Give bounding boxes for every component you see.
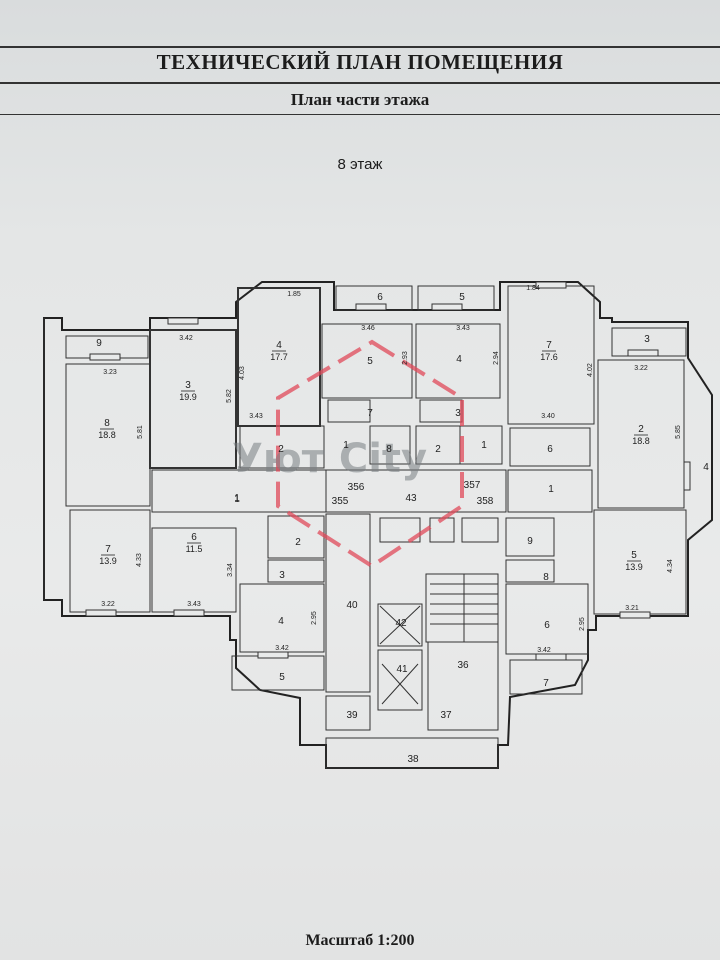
room-area-r-right-2: 18.8 (632, 436, 650, 446)
room-number-r-right-5: 5 (631, 550, 637, 561)
room-number-r-corr-1c: 1 (481, 440, 487, 451)
room-number-r-corr-2b: 2 (435, 444, 441, 455)
room-number-r-low-39: 39 (346, 710, 358, 721)
dimension-r-left-8-0: 5.81 (137, 425, 144, 439)
room-number-r-left-9: 9 (96, 338, 102, 349)
room-number-r-low-2: 2 (295, 537, 301, 548)
dimension-r-mid-5b-0: 3.46 (361, 325, 375, 332)
dimension-r-left-9-0: 3.23 (103, 369, 117, 376)
watermark-hexagon (276, 339, 464, 569)
dimension-r-right-7-2: 3.40 (541, 413, 555, 420)
dimension-r-mid-5b-1: 2.93 (402, 351, 409, 365)
dimension-r-low-6-1: 3.42 (537, 647, 551, 654)
room-number-r-right-3: 3 (644, 334, 650, 345)
dimension-r-right-5-0: 4.34 (667, 559, 674, 573)
dimension-r-left-3-0: 3.42 (179, 335, 193, 342)
header-bottom-rule (0, 114, 720, 115)
plan-interior-walls (65, 285, 687, 769)
room-number-r-corr-1a: 1 (234, 493, 240, 504)
room-number-r-corr-1b: 1 (343, 440, 349, 451)
room-number-r-mid-7: 7 (367, 408, 373, 419)
room-area-r-left-4: 17.7 (270, 352, 288, 362)
dimension-r-right-2-0: 5.85 (675, 425, 682, 439)
room-number-r-low-7: 7 (543, 678, 549, 689)
dimension-r-left-3-1: 5.82 (226, 389, 233, 403)
document-title: ТЕХНИЧЕСКИЙ ПЛАН ПОМЕЩЕНИЯ (156, 50, 564, 74)
dimension-r-left-7-0: 4.33 (136, 553, 143, 567)
dimension-r-low-4-0: 2.95 (311, 611, 318, 625)
room-number-r-hall-43: 43 (405, 493, 417, 504)
room-number-r-left-6: 6 (191, 532, 197, 543)
room-number-r-low-4: 4 (278, 616, 284, 627)
scale-label: Масштаб 1:200 (305, 932, 415, 949)
document-subtitle: План части этажа (290, 90, 430, 109)
room-number-r-corr-6: 6 (547, 444, 553, 455)
room-number-r-low-9: 9 (527, 536, 533, 547)
dimension-r-left-7-1: 3.22 (101, 601, 115, 608)
room-number-r-low-8: 8 (543, 572, 549, 583)
room-number-r-left-3: 3 (185, 380, 191, 391)
room-number-r-low-37: 37 (440, 710, 452, 721)
room-number-r-hall-356: 356 (348, 482, 365, 493)
room-number-r-mid-3: 3 (455, 408, 461, 419)
room-number-r-left-4: 4 (276, 340, 282, 351)
room-number-r-low-36: 36 (457, 660, 469, 671)
room-number-r-low-5: 5 (279, 672, 285, 683)
room-area-r-right-5: 13.9 (625, 562, 643, 572)
room-number-r-left-8: 8 (104, 418, 110, 429)
dimension-r-left-3-2: 3.43 (249, 413, 263, 420)
header-middle-rule (0, 82, 720, 84)
room-number-r-hall-358: 358 (477, 496, 494, 507)
room-number-r-hall-1b: 1 (548, 484, 554, 495)
room-number-r-low-41: 41 (396, 664, 408, 675)
dimension-r-left-6-0: 3.34 (227, 563, 234, 577)
floor-label: 8 этаж (337, 156, 383, 173)
dimension-labels: 3.23 5.81 4.33 3.22 3.34 3.43 3.42 5.82 3.43 1.85… (101, 285, 682, 654)
dimension-r-right-7-1: 4.02 (587, 363, 594, 377)
room-number-r-hall-1: 1 (234, 494, 240, 505)
header-top-rule (0, 46, 720, 48)
dimension-r-mid-4-0: 3.43 (456, 325, 470, 332)
room-number-r-low-6: 6 (544, 620, 550, 631)
dimension-r-left-4-1: 4.03 (239, 366, 246, 380)
room-number-r-low-3: 3 (279, 570, 285, 581)
room-number-r-mid-4: 4 (456, 354, 462, 365)
room-area-r-left-7: 13.9 (99, 556, 117, 566)
room-area-r-right-7: 17.6 (540, 352, 558, 362)
plan-windows (85, 281, 691, 661)
dimension-r-low-4-1: 3.42 (275, 645, 289, 652)
dimension-r-left-6-1: 3.43 (187, 601, 201, 608)
room-number-r-low-42: 42 (395, 618, 407, 629)
room-number-r-mid-6: 6 (377, 292, 383, 303)
dimension-r-low-6-0: 2.95 (579, 617, 586, 631)
dimension-r-right-3-0: 3.22 (634, 365, 648, 372)
room-number-r-low-38: 38 (407, 754, 419, 765)
stair-flight (430, 574, 498, 642)
room-area-r-left-8: 18.8 (98, 430, 116, 440)
room-number-r-mid-5b: 5 (367, 356, 373, 367)
watermark-text: Уют City (232, 436, 427, 482)
room-number-r-mid-5: 5 (459, 292, 465, 303)
dimension-r-right-7-0: 1.84 (526, 285, 540, 292)
room-number-r-hall-357: 357 (464, 480, 481, 491)
room-number-r-corr-8: 8 (386, 444, 392, 455)
dimension-r-right-5-1: 3.21 (625, 605, 639, 612)
room-number-r-hall-355: 355 (332, 496, 349, 507)
room-area-r-left-3: 19.9 (179, 392, 197, 402)
dimension-r-mid-4-1: 2.94 (493, 351, 500, 365)
dimension-r-left-4-0: 1.85 (287, 291, 301, 298)
room-number-r-low-40: 40 (346, 600, 358, 611)
room-number-r-corr-2a: 2 (278, 444, 284, 455)
room-number-r-right-2: 2 (638, 424, 644, 435)
elevator-shafts (379, 605, 421, 705)
room-number-r-left-7: 7 (105, 544, 111, 555)
room-area-r-left-6: 11.5 (186, 544, 203, 554)
room-number-r-right-7: 7 (546, 340, 552, 351)
plan-outer-wall (43, 281, 713, 769)
room-number-r-right-4: 4 (703, 462, 709, 473)
